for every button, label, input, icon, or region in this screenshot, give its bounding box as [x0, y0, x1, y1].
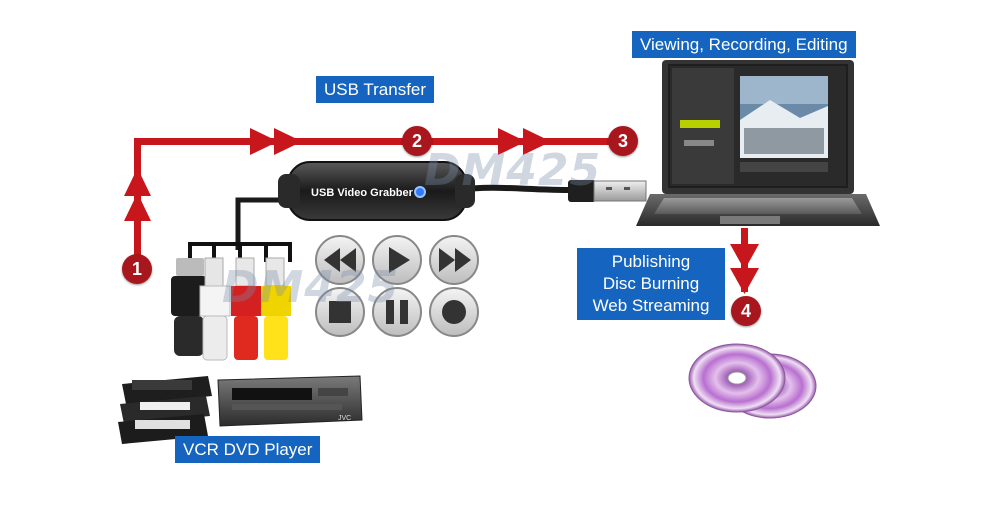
step-3-badge: 3 [608, 126, 638, 156]
step-4-badge: 4 [731, 296, 761, 326]
step-1-badge: 1 [122, 254, 152, 284]
publishing-line: Publishing [611, 252, 691, 271]
publishing-label: Publishing Disc Burning Web Streaming [577, 248, 725, 320]
laptop [636, 60, 880, 226]
stop-icon [315, 287, 365, 337]
usb-video-grabber: USB Video Grabber [235, 161, 647, 250]
av-connectors [171, 242, 292, 361]
watermark: DM425 [424, 145, 602, 196]
disc-burning-line: Disc Burning [602, 274, 700, 293]
grabber-label: USB Video Grabber [311, 187, 414, 199]
rewind-icon [315, 235, 365, 285]
led-icon [414, 186, 426, 198]
discs [688, 343, 817, 419]
vcr-player: JVC [217, 375, 363, 427]
vhs-tapes [118, 376, 212, 444]
vcr-brand: JVC [338, 415, 351, 422]
pause-icon [372, 287, 422, 337]
play-icon [372, 235, 422, 285]
viewing-recording-label: Viewing, Recording, Editing [632, 31, 856, 58]
record-icon [429, 287, 479, 337]
usb-transfer-label: USB Transfer [316, 76, 435, 103]
watermark: DM425 [222, 262, 400, 313]
web-streaming-line: Web Streaming [592, 296, 710, 315]
step-2-badge: 2 [402, 126, 432, 156]
vcr-dvd-label: VCR DVD Player [175, 436, 321, 463]
media-controls [315, 235, 479, 337]
fast-forward-icon [429, 235, 479, 285]
transfer-path [124, 128, 759, 294]
